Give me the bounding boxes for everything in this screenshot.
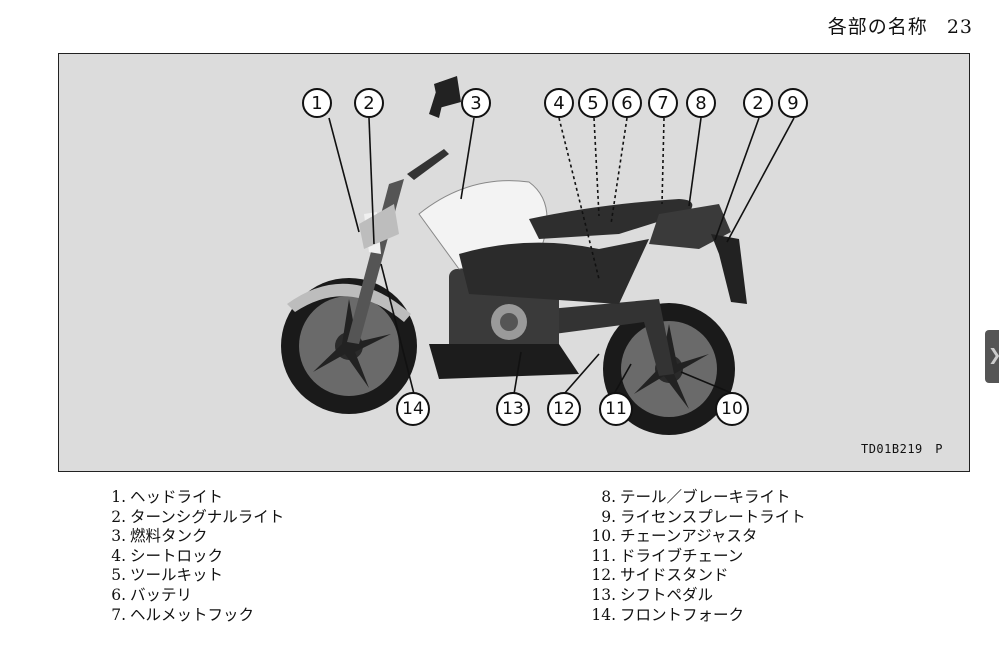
callout-8: 8 [686, 88, 716, 118]
callout-1: 1 [302, 88, 332, 118]
body-panel [459, 239, 649, 304]
legend-item: 3.燃料タンク [111, 527, 208, 546]
legend-column-1: 1.ヘッドライト 2.ターンシグナルライト 3.燃料タンク 4.シートロック 5… [100, 488, 284, 625]
legend-item: 11.ドライブチェーン [591, 546, 744, 565]
legend-item: 10.チェーンアジャスタ [591, 527, 758, 546]
legend-item: 9.ライセンスプレートライト [601, 507, 806, 526]
callout-7: 7 [648, 88, 678, 118]
callout-2b: 2 [743, 88, 773, 118]
legend-item: 13.シフトペダル [591, 585, 714, 604]
callout-14: 14 [396, 392, 430, 426]
license-bracket [711, 234, 747, 304]
callout-9: 9 [778, 88, 808, 118]
legend-item: 1.ヘッドライト [111, 488, 224, 506]
side-tab[interactable]: ❯ [985, 330, 999, 383]
legend-item: 7.ヘルメットフック [111, 605, 255, 624]
callout-10: 10 [715, 392, 749, 426]
page-header: 各部の名称 23 [828, 12, 973, 39]
callout-12: 12 [547, 392, 581, 426]
handlebar [407, 149, 449, 180]
callout-6: 6 [612, 88, 642, 118]
motorcycle-figure: 1 2 3 4 5 6 7 8 2 9 14 13 12 11 10 TD01B… [58, 53, 970, 472]
legend-item: 8.テール／ブレーキライト [601, 488, 791, 506]
section-title: 各部の名称 [827, 16, 928, 38]
callout-5: 5 [578, 88, 608, 118]
legend-item: 14.フロントフォーク [591, 605, 745, 624]
legend-item: 6.バッテリ [111, 585, 193, 604]
callout-11: 11 [599, 392, 633, 426]
figure-code: TD01B219 P [860, 442, 943, 456]
swingarm [549, 299, 674, 376]
page-number: 23 [946, 16, 973, 38]
headlight-cowl [359, 204, 399, 249]
legend-column-2: 8.テール／ブレーキライト 9.ライセンスプレートライト 10.チェーンアジャス… [586, 488, 806, 625]
mirror [429, 76, 461, 118]
callout-2: 2 [354, 88, 384, 118]
tail-section [649, 204, 731, 249]
legend-item: 2.ターンシグナルライト [111, 507, 285, 526]
legend-item: 12.サイドスタンド [591, 566, 729, 585]
motorcycle-illustration [281, 76, 795, 435]
front-wheel [281, 278, 417, 414]
callout-3: 3 [461, 88, 491, 118]
callout-4: 4 [544, 88, 574, 118]
chevron-right-icon: ❯ [988, 345, 999, 364]
legend-item: 5.ツールキット [111, 566, 224, 585]
callout-13: 13 [496, 392, 530, 426]
legend-item: 4.シートロック [111, 546, 224, 565]
seat [529, 199, 693, 239]
leader-lines [328, 117, 795, 395]
